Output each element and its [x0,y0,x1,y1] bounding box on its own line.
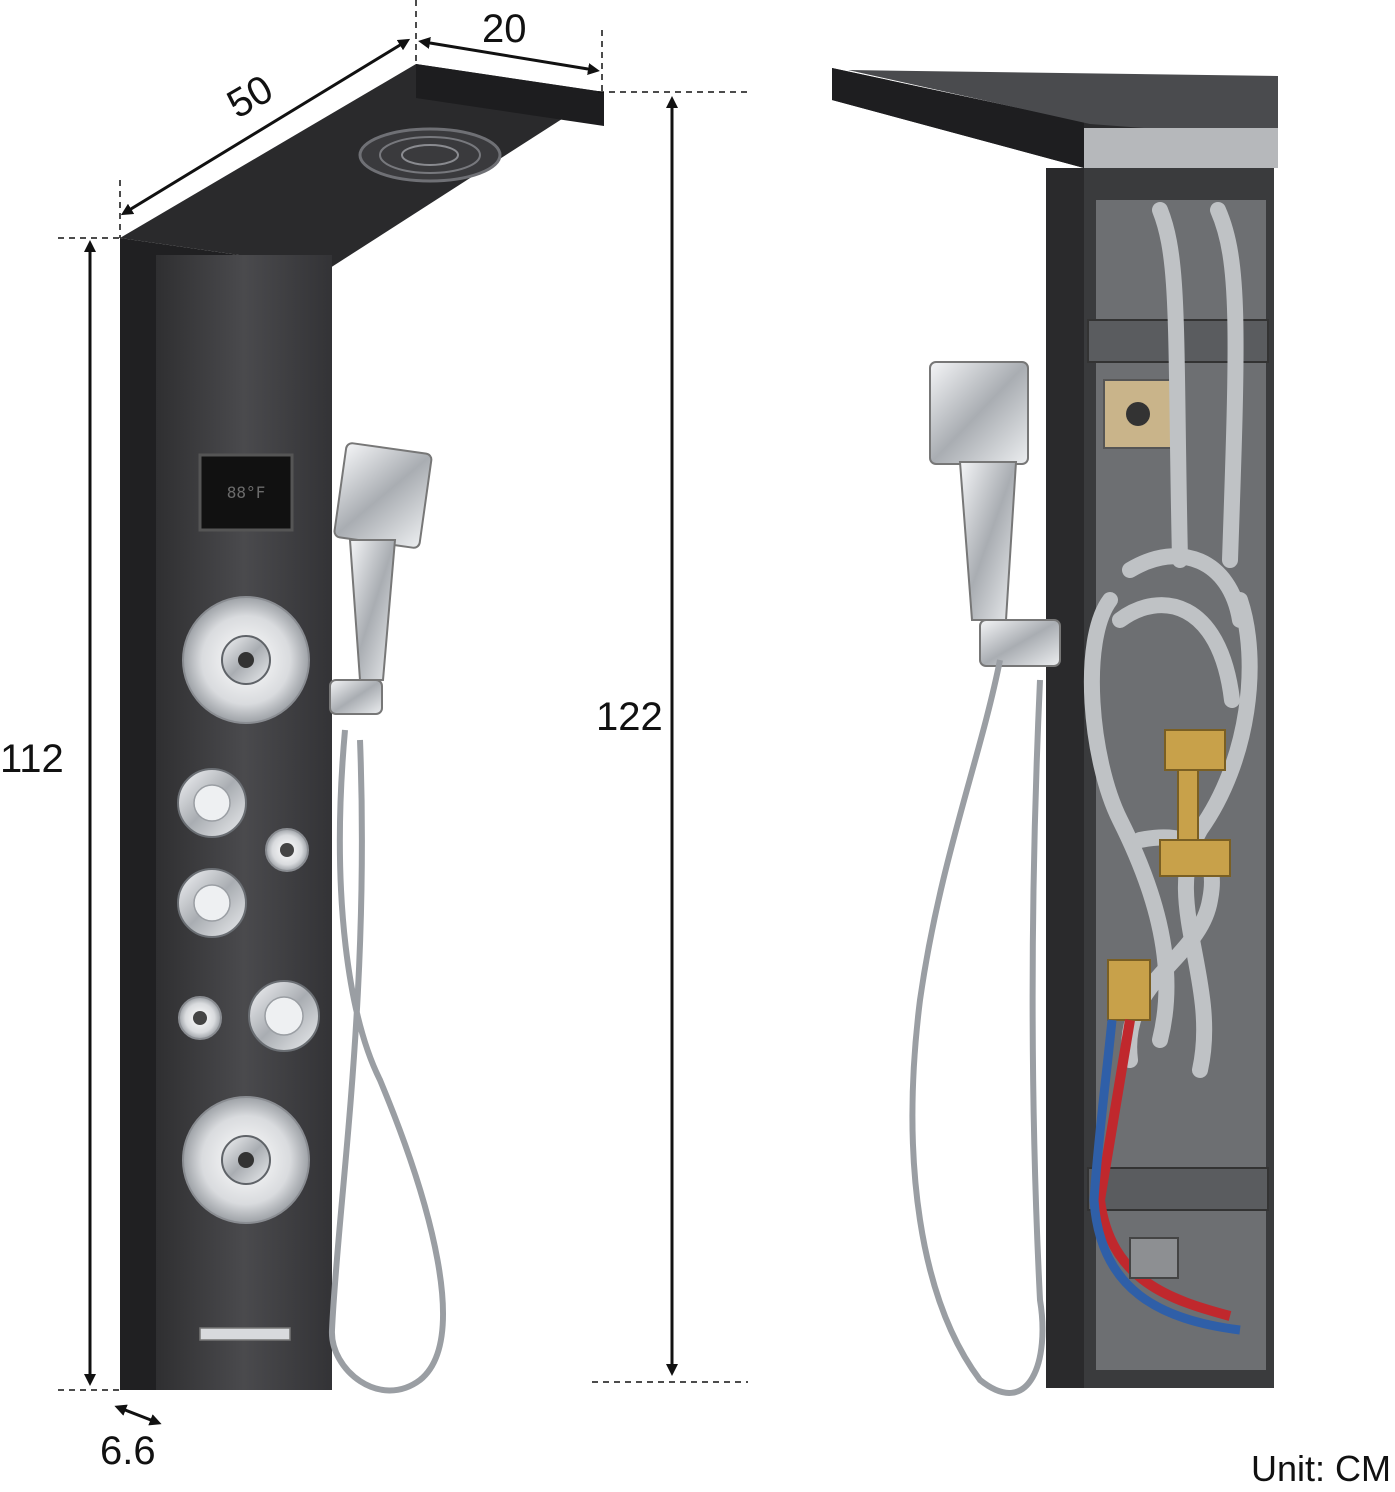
crossbar-bottom [1087,1167,1269,1211]
dim-line-depth [418,37,600,75]
dim-line-thickness [114,1404,162,1426]
dim-width-label: 50 [220,67,281,127]
unit-label: Unit: CM [1250,1448,1391,1489]
back-view [832,68,1278,1396]
body-jet-large-bottom [182,1096,310,1224]
blue-hose [1089,1019,1241,1335]
body-jet-large-top [182,596,310,724]
display-readout: 88°F [227,483,266,502]
body-jet-small-2 [178,996,222,1040]
dim-depth-label: 20 [482,7,527,51]
dim-thickness-label: 6.6 [100,1429,156,1473]
control-knob-2[interactable] [177,868,247,938]
dim-panel-height-label: 112 [0,737,64,781]
control-knob-1[interactable] [177,768,247,838]
temperature-display [198,453,294,532]
panel-frame-back [1046,168,1090,1388]
hand-shower-back [929,361,1061,667]
body-jet-small-1 [265,828,309,872]
front-view: 88°F [0,0,604,1473]
panel-body [120,255,158,1390]
hand-shower [329,442,433,715]
dim-total-height-label: 122 [596,695,663,739]
total-height-dimension: 122 [592,91,748,1383]
control-knob-3[interactable] [248,980,320,1052]
red-hose [1094,1019,1232,1321]
bottom-connector [1129,1237,1179,1279]
dim-line-width [120,38,411,216]
brass-valve [1107,729,1231,1021]
shower-hose-back [909,659,1046,1396]
waterfall-spout [199,1327,291,1341]
shower-hose [328,729,446,1394]
